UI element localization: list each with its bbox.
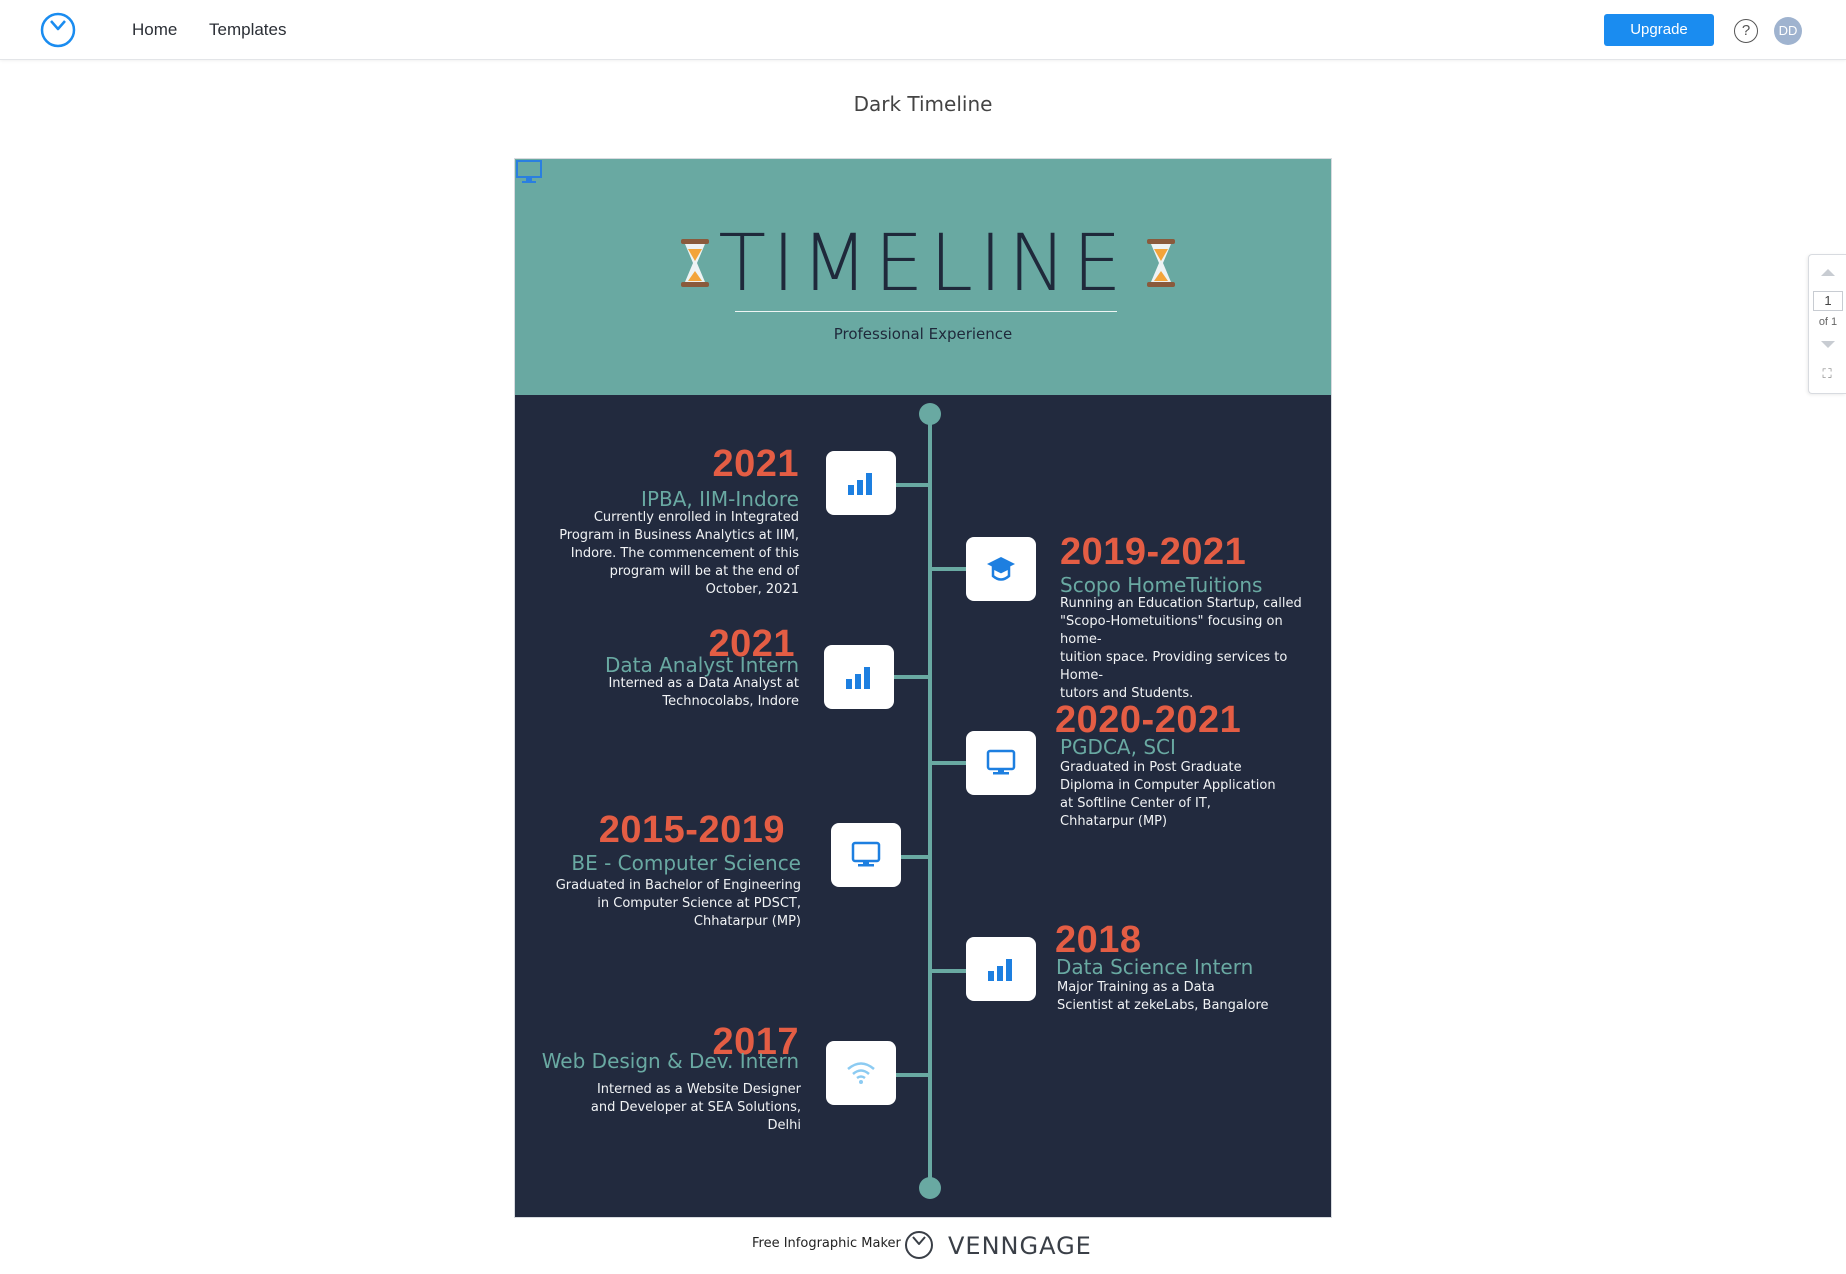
entry-description-line: Indore. The commencement of this [570, 546, 799, 561]
entry-description-line: Scientist at zekeLabs, Bangalore [1057, 998, 1269, 1013]
wifi-icon [847, 1062, 875, 1084]
page-navigator: 1 of 1 ⛶ [1808, 254, 1846, 394]
timeline-icon-card[interactable] [966, 537, 1036, 601]
entry-role: PGDCA, SCI [1060, 735, 1176, 759]
entry-year: 2017 [712, 1021, 799, 1063]
entry-description-line: Chhatarpur (MP) [693, 914, 801, 929]
timeline-branch [896, 483, 928, 487]
graduation-cap-icon [987, 557, 1015, 581]
entry-year: 2019-2021 [1060, 531, 1247, 573]
entry-description-line: Program in Business Analytics at IIM, [559, 528, 799, 543]
entry-description-line: Interned as a Website Designer [596, 1082, 801, 1097]
timeline-branch [932, 969, 966, 973]
monitor-icon [986, 749, 1016, 775]
entry-description-line: Running an Education Startup, called [1060, 596, 1302, 611]
entry-description: Interned as a Data Analyst at Technocolab… [515, 675, 799, 711]
entry-description-line: tutors and Students. [1060, 686, 1194, 701]
bar-chart-icon [846, 667, 870, 689]
entry-description-line: Graduated in Post Graduate [1060, 760, 1242, 775]
entry-description-line: Delhi [767, 1118, 801, 1133]
monitor-icon [851, 841, 881, 867]
entry-description-line: and Developer at SEA Solutions, [590, 1100, 801, 1115]
infographic-subtitle: Professional Experience [833, 325, 1013, 343]
entry-year: 2018 [1055, 919, 1142, 961]
entry-role: BE - Computer Science [571, 851, 801, 875]
entry-description: Running an Education Startup, called "Sco… [1060, 595, 1320, 703]
page-number-input[interactable]: 1 [1813, 291, 1843, 311]
avatar[interactable]: DD [1774, 17, 1802, 45]
timeline-icon-card[interactable] [966, 937, 1036, 1001]
timeline-branch [894, 675, 928, 679]
entry-description-line: Diploma in Computer Application [1060, 778, 1276, 793]
timeline-icon-card[interactable] [831, 823, 901, 887]
document-title: Dark Timeline [853, 92, 993, 116]
venngage-logo-icon[interactable] [40, 12, 76, 48]
entry-year: 2021 [708, 623, 795, 665]
page-down-icon[interactable] [1821, 341, 1835, 348]
timeline-branch [901, 855, 928, 859]
entry-description-line: Currently enrolled in Integrated [593, 510, 799, 525]
timeline-branch [932, 567, 966, 571]
entry-description-line: Technocolabs, Indore [662, 694, 799, 709]
entry-description-line: October, 2021 [705, 582, 799, 597]
upgrade-button[interactable]: Upgrade [1604, 14, 1714, 46]
entry-year: 2021 [712, 443, 799, 485]
entry-description-line: in Computer Science at PDSCT, [597, 896, 801, 911]
entry-year: 2020-2021 [1055, 699, 1242, 741]
timeline-start-dot [919, 403, 941, 425]
entry-role: Data Science Intern [1056, 955, 1254, 979]
entry-role: Data Analyst Intern [604, 653, 799, 677]
bar-chart-icon [848, 473, 872, 495]
top-nav-bar: Home Templates Upgrade ? DD [0, 0, 1846, 60]
entry-role: Web Design & Dev. Intern [541, 1049, 799, 1073]
entry-description-line: Graduated in Bachelor of Engineering [555, 878, 801, 893]
entry-year: 2015-2019 [598, 809, 785, 851]
nav-home-link[interactable]: Home [132, 20, 178, 39]
hourglass-icon [1147, 239, 1175, 287]
timeline-icon-card[interactable] [966, 731, 1036, 795]
entry-role: IPBA, IIM-Indore [641, 487, 799, 511]
entry-description-line: tuition space. Providing services to Hom… [1060, 650, 1288, 683]
timeline-branch [896, 1073, 928, 1077]
venngage-logo-icon[interactable] [904, 1230, 934, 1260]
monitor-icon [516, 160, 542, 183]
timeline-branch [932, 761, 966, 765]
timeline-end-dot [919, 1177, 941, 1199]
nav-templates-link[interactable]: Templates [209, 20, 287, 39]
timeline-icon-card[interactable] [824, 645, 894, 709]
hourglass-icon [681, 239, 709, 287]
bar-chart-icon [988, 959, 1012, 981]
page-up-icon[interactable] [1821, 269, 1835, 276]
title-divider [735, 311, 1117, 312]
entry-description-line: Major Training as a Data [1057, 980, 1215, 995]
timeline-spine [928, 413, 932, 1189]
footer-text: Free Infographic Maker [752, 1236, 901, 1251]
entry-description-line: Interned as a Data Analyst at [608, 676, 799, 691]
infographic-header: TIMELINE Professional Experience [515, 159, 1331, 395]
entry-role: Scopo HomeTuitions [1060, 573, 1263, 597]
timeline-icon-card[interactable] [826, 1041, 896, 1105]
entry-description-line: Chhatarpur (MP) [1060, 814, 1168, 829]
infographic-title: TIMELINE [718, 219, 1128, 309]
entry-description-line: program will be at the end of [609, 564, 799, 579]
fullscreen-icon[interactable]: ⛶ [1822, 366, 1832, 381]
footer-brand[interactable]: VENNGAGE [948, 1232, 1092, 1260]
entry-description: Interned as a Website Designer and Develo… [515, 1081, 801, 1135]
help-icon[interactable]: ? [1734, 19, 1758, 43]
entry-description-line: at Softline Center of IT, [1060, 796, 1211, 811]
page-count-label: of 1 [1818, 316, 1838, 328]
entry-description: Graduated in Bachelor of Engineering in C… [515, 877, 801, 931]
entry-description-line: "Scopo-Hometuitions" focusing on home- [1060, 614, 1283, 647]
timeline-icon-card[interactable] [826, 451, 896, 515]
